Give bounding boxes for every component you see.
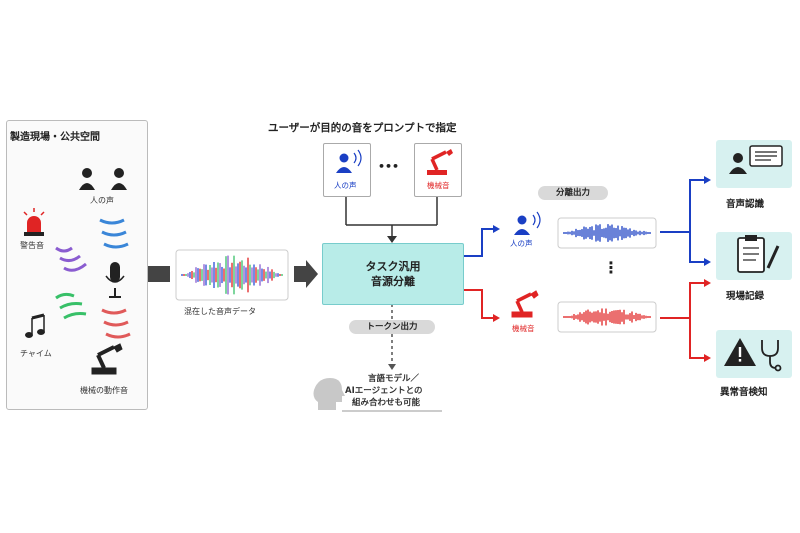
- label-machine: 機械の動作音: [80, 386, 128, 395]
- prompt-title: ユーザーが目的の音をプロンプトで指定: [268, 122, 457, 134]
- prompt-voice-label: 人の声: [334, 181, 357, 190]
- separated-pill: 分離出力: [538, 186, 608, 200]
- blue-arrowhead-speech: [704, 176, 711, 184]
- core-separation-box[interactable]: タスク汎用 音源分離: [322, 243, 464, 305]
- microphone-icon: [105, 262, 125, 298]
- people-icon: [79, 168, 127, 190]
- separated-ellipsis: ⋮: [603, 258, 619, 277]
- voice-wave-box: [557, 217, 657, 249]
- red-waves: [101, 308, 131, 339]
- voice-waveform: [563, 224, 651, 242]
- label-alarm: 警告音: [20, 241, 44, 250]
- output-record-box[interactable]: [716, 232, 792, 280]
- blue-branches: [660, 179, 705, 263]
- separated-machine-label: 機械音: [512, 324, 535, 333]
- label-chime: チャイム: [20, 349, 52, 358]
- person-speaking-icon: [336, 149, 362, 173]
- clipboard-icon: [737, 235, 780, 273]
- red-arrowhead-record: [704, 279, 711, 287]
- output-speech-label: 音声認識: [726, 199, 765, 210]
- prompt-machine-box[interactable]: 機械音: [414, 143, 462, 197]
- token-line3: 組み合わせも可能: [352, 398, 421, 408]
- alarm-icon: [23, 208, 45, 236]
- prompt-arrowhead: [387, 236, 397, 243]
- token-underline: [342, 410, 442, 412]
- speech-bubble-icon: [729, 145, 783, 174]
- token-arrowhead: [388, 364, 396, 370]
- prompt-connector: [345, 195, 438, 238]
- warning-icon: [724, 338, 782, 372]
- blue-arrowhead: [493, 225, 500, 233]
- source-panel: [6, 120, 148, 410]
- machine-wave-box: [557, 301, 657, 333]
- core-line1: タスク汎用: [365, 260, 421, 273]
- label-voice: 人の声: [90, 196, 114, 205]
- token-line1: 言語モデル／: [368, 374, 420, 384]
- person-speaking-icon: [514, 211, 541, 235]
- core-line2: 音源分離: [371, 275, 415, 288]
- output-record-label: 現場記録: [726, 291, 765, 302]
- token-pill: トークン出力: [349, 320, 435, 334]
- robot-arm-icon: [427, 149, 453, 175]
- red-branches: [660, 282, 705, 359]
- output-anomaly-box[interactable]: [716, 330, 792, 378]
- prompt-voice-box[interactable]: 人の声: [323, 143, 371, 197]
- blue-arrowhead-record: [704, 258, 711, 266]
- red-arrowhead-anomaly: [704, 354, 711, 362]
- robot-arm-icon-separated: [511, 290, 539, 318]
- red-path: [462, 289, 494, 319]
- blue-path: [462, 228, 494, 257]
- panel-connector: [148, 266, 170, 282]
- blue-waves: [99, 218, 129, 249]
- arrow-to-core: [294, 260, 318, 288]
- separated-voice-label: 人の声: [510, 239, 533, 248]
- music-icon: [25, 313, 45, 338]
- red-arrowhead: [493, 314, 500, 322]
- source-title: 製造現場・公共空間: [10, 132, 100, 143]
- output-anomaly-label: 異常音検知: [720, 387, 768, 398]
- prompt-machine-label: 機械音: [427, 181, 450, 190]
- mixed-label: 混在した音声データ: [184, 307, 256, 316]
- green-waves: [55, 292, 87, 320]
- machine-waveform: [563, 308, 651, 326]
- purple-waves: [55, 246, 87, 272]
- token-line2: AIエージェントとの: [345, 386, 423, 396]
- robot-arm-icon: [91, 343, 123, 375]
- stethoscope-icon: [761, 340, 782, 372]
- mixed-waveform: [181, 255, 283, 295]
- output-speech-box[interactable]: [716, 140, 792, 188]
- prompt-ellipsis: •••: [378, 160, 400, 173]
- head-icon: [313, 378, 345, 410]
